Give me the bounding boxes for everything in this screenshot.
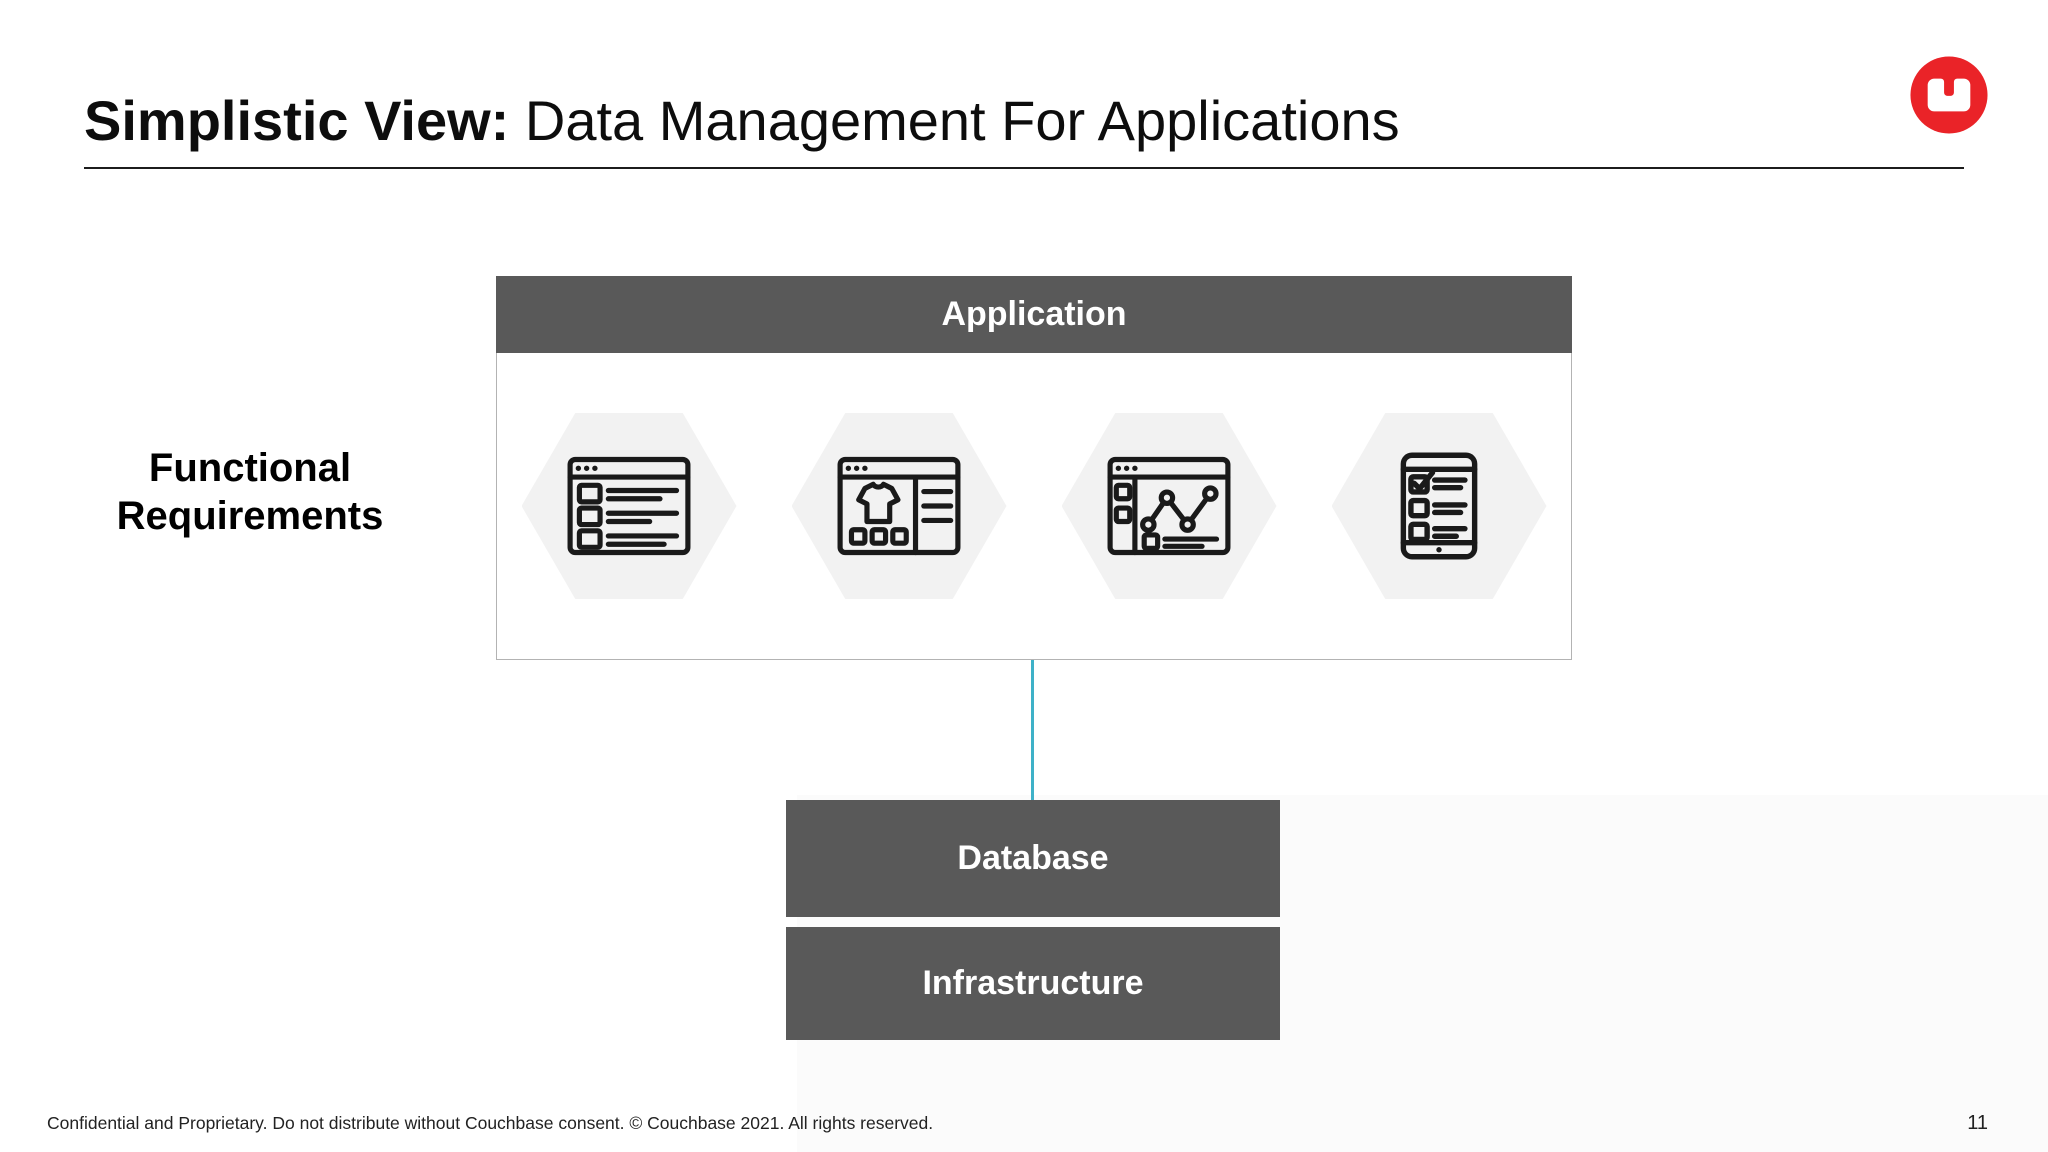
application-box: Application bbox=[496, 276, 1572, 660]
hexagon-tile bbox=[521, 413, 737, 599]
application-body bbox=[496, 353, 1572, 660]
page-title-rest: Data Management For Applications bbox=[509, 89, 1400, 152]
page-number: 11 bbox=[1967, 1112, 1988, 1134]
page-title: Simplistic View: Data Management For App… bbox=[84, 88, 1400, 153]
application-header: Application bbox=[496, 276, 1572, 353]
hexagon-tile bbox=[1061, 413, 1277, 599]
database-box: Database bbox=[786, 800, 1280, 917]
ecommerce-storefront-icon bbox=[837, 456, 961, 556]
confidential-footer: Confidential and Proprietary. Do not dis… bbox=[47, 1113, 934, 1133]
infrastructure-box: Infrastructure bbox=[786, 927, 1280, 1040]
couchbase-logo-icon bbox=[1908, 54, 1990, 136]
functional-requirements-line1: Functional bbox=[148, 446, 352, 490]
hexagon-tile bbox=[1331, 413, 1547, 599]
functional-requirements-label: Functional Requirements bbox=[60, 444, 440, 540]
page-title-bold: Simplistic View: bbox=[84, 89, 510, 152]
connector-line bbox=[1031, 660, 1034, 801]
title-divider bbox=[84, 167, 1964, 169]
analytics-dashboard-icon bbox=[1107, 456, 1231, 556]
tablet-checklist-icon bbox=[1400, 452, 1478, 560]
functional-requirements-line2: Requirements bbox=[116, 494, 384, 538]
browser-list-icon bbox=[567, 456, 691, 556]
hexagon-tile bbox=[791, 413, 1007, 599]
